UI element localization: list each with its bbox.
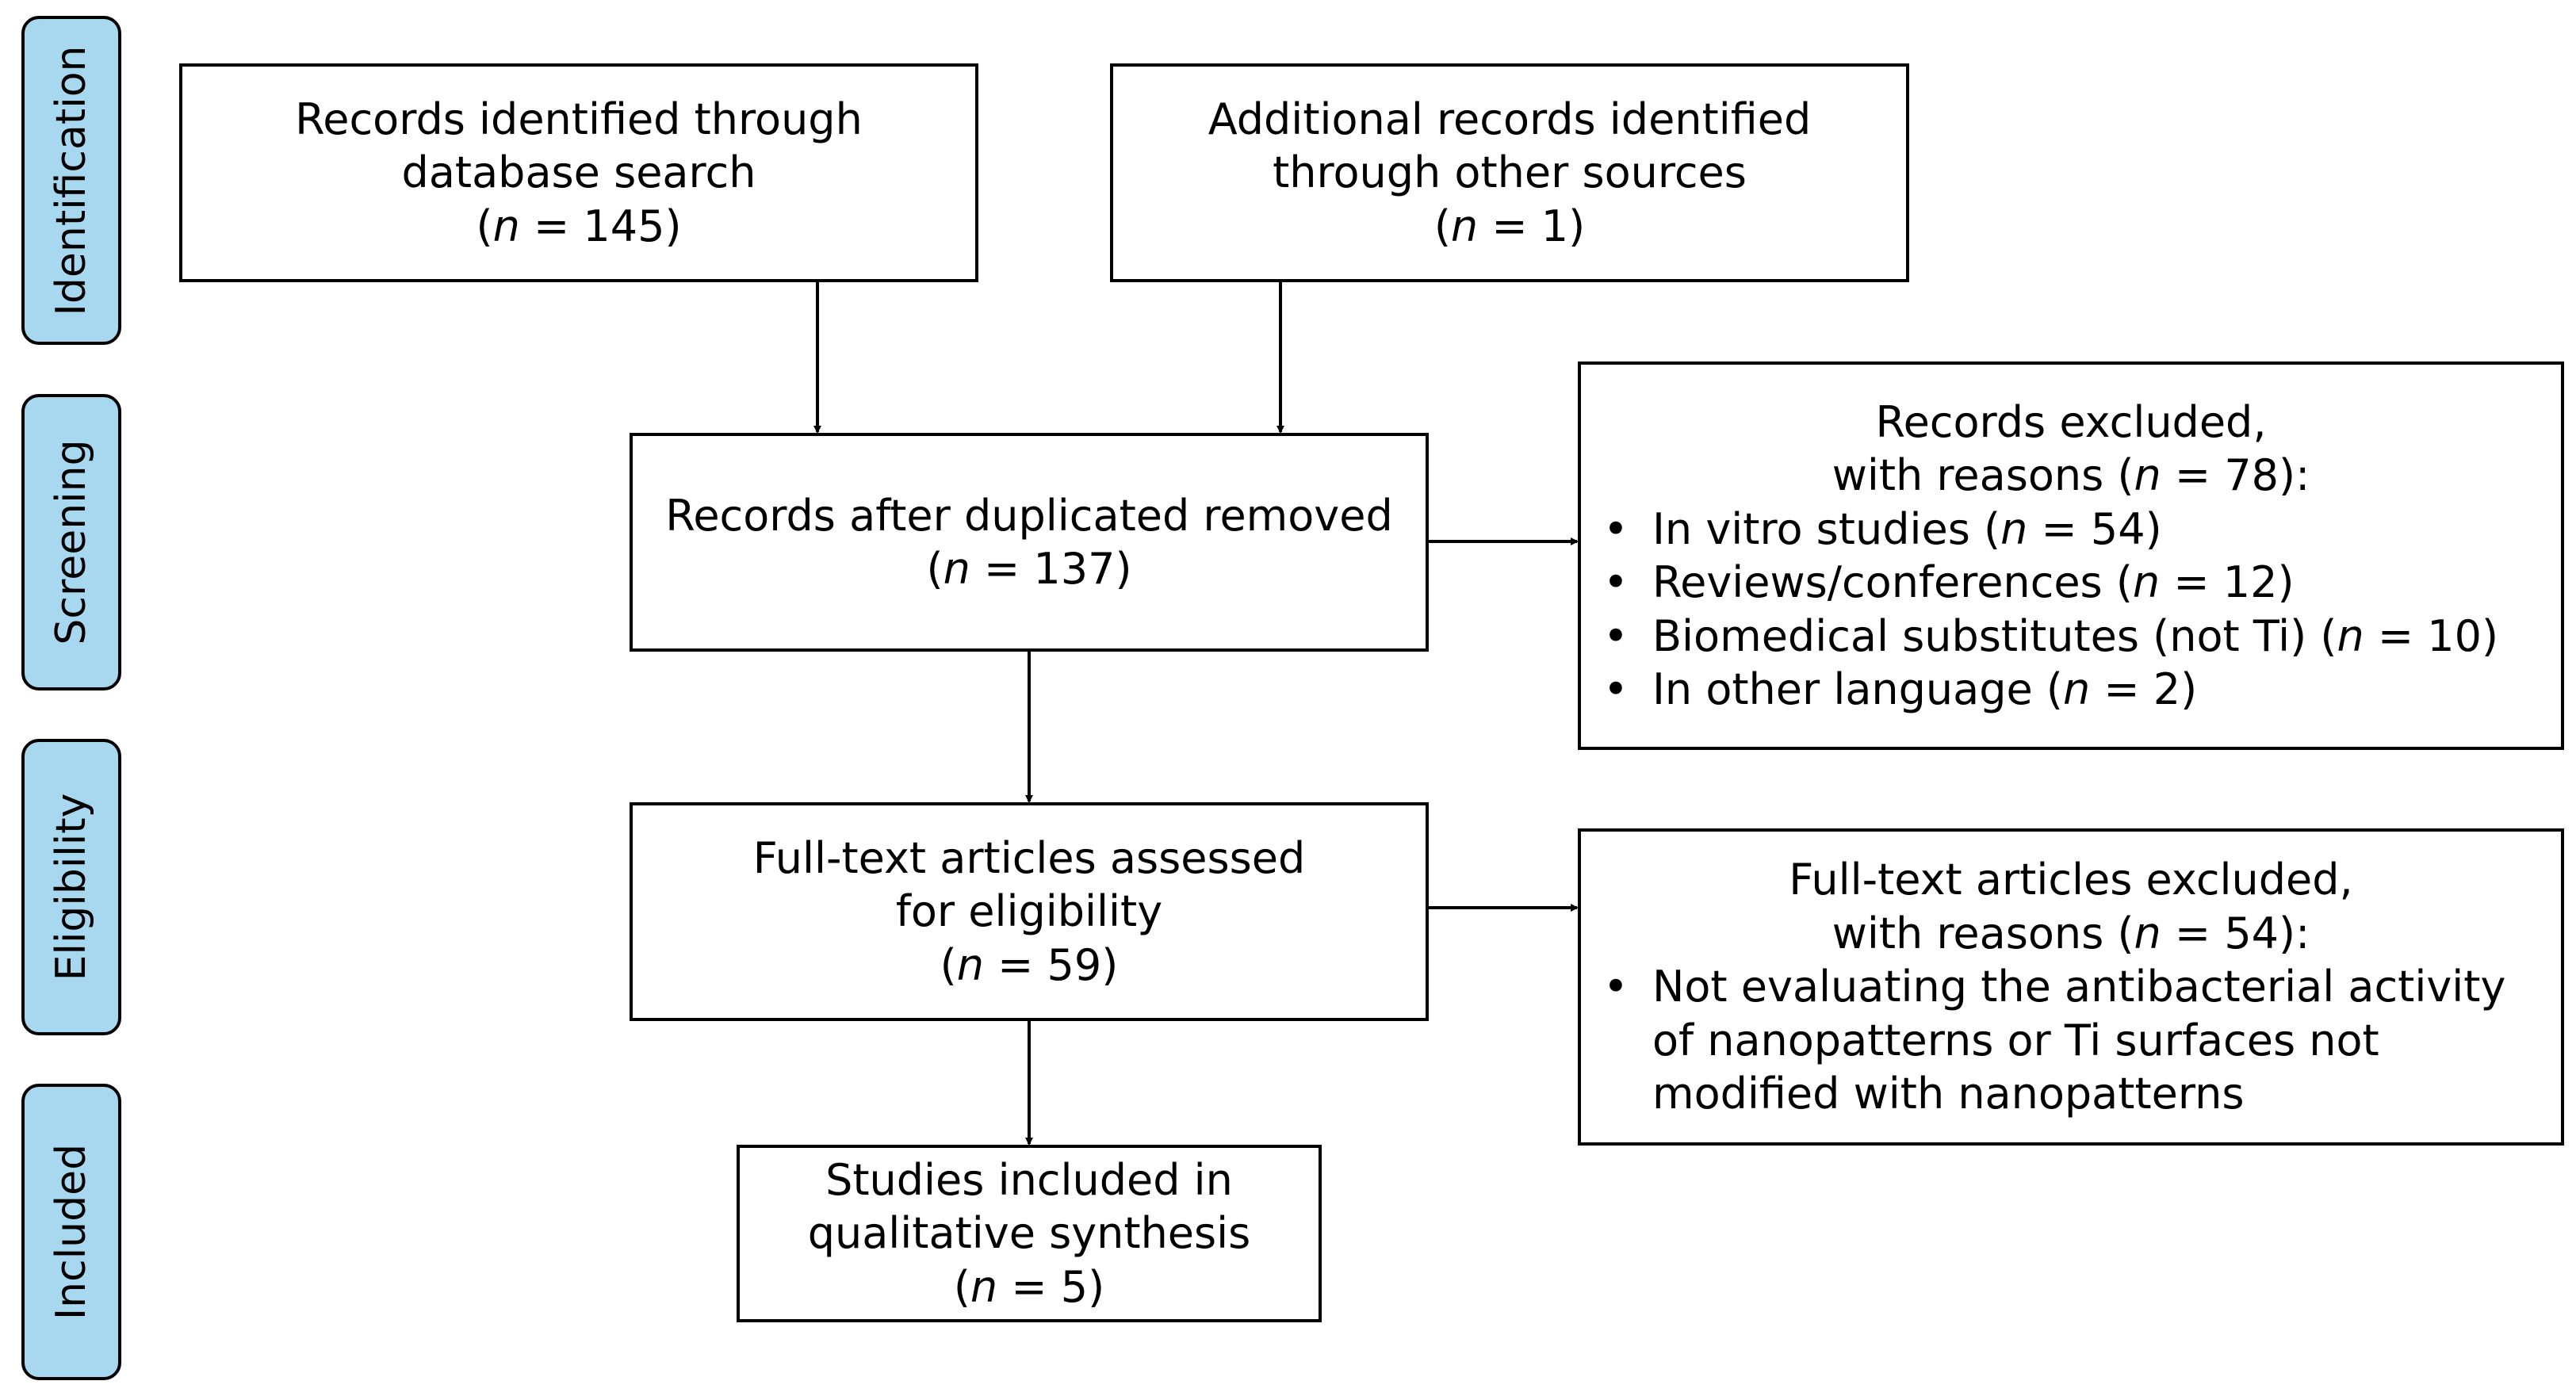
full-text-excluded-head2: with reasons (n = 54): [1832,908,2310,958]
bullet-icon: • [1603,610,1629,661]
bullet-icon: • [1603,503,1629,554]
phase-identification: Identification [21,16,121,345]
list-item: • Reviews/conferences (n = 12) [1597,556,2545,610]
records-excluded-item: Reviews/conferences (n = 12) [1652,557,2295,607]
other-sources-line1: Additional records identified [1208,94,1812,144]
full-text-excluded-list: • Not evaluating the antibacterial activi… [1597,960,2545,1121]
other-sources-line2: through other sources [1273,147,1747,198]
records-excluded-item: Biomedical substitutes (not Ti) (n = 10) [1652,610,2499,661]
bullet-icon: • [1603,557,1629,607]
database-search-count: (n = 145) [476,201,682,251]
list-item: • In other language (n = 2) [1597,663,2545,717]
bullet-icon: • [1603,664,1629,714]
full-text-assessed-line1: Full-text articles assessed [752,832,1306,883]
list-item: • Biomedical substitutes (not Ti) (n = 10… [1597,610,2545,664]
database-search-line1: Records identified through [295,94,863,144]
full-text-assessed-line2: for eligibility [895,886,1163,937]
other-sources-box: Additional records identified through ot… [1110,63,1909,282]
full-text-excluded-item: Not evaluating the antibacterial activit… [1652,962,2506,1119]
records-excluded-item: In vitro studies (n = 54) [1652,503,2162,554]
duplicates-removed-count: (n = 137) [926,544,1132,594]
records-excluded-list: • In vitro studies (n = 54) • Reviews/conf… [1597,503,2545,717]
database-search-box: Records identified through database sear… [179,63,978,282]
other-sources-count: (n = 1) [1433,201,1586,251]
studies-included-count: (n = 5) [953,1261,1105,1312]
full-text-excluded-box: Full-text articles excluded, with reason… [1578,828,2564,1146]
phase-eligibility-label: Eligibility [48,793,95,981]
phase-included: Included [21,1084,121,1380]
studies-included-line1: Studies included in [825,1154,1233,1205]
database-search-line2: database search [401,147,756,198]
bullet-icon: • [1603,962,1629,1012]
studies-included-line2: qualitative synthesis [807,1208,1251,1259]
list-item: • In vitro studies (n = 54) [1597,503,2545,557]
records-excluded-item: In other language (n = 2) [1652,664,2198,714]
list-item: • Not evaluating the antibacterial activi… [1597,960,2545,1121]
duplicates-removed-line1: Records after duplicated removed [665,490,1393,541]
full-text-assessed-box: Full-text articles assessed for eligibil… [630,802,1429,1021]
full-text-assessed-count: (n = 59) [940,939,1119,990]
phase-identification-label: Identification [48,45,95,316]
studies-included-box: Studies included in qualitative synthesi… [737,1145,1322,1322]
phase-screening-label: Screening [48,439,95,645]
duplicates-removed-box: Records after duplicated removed (n = 13… [630,433,1429,652]
phase-screening: Screening [21,394,121,690]
records-excluded-head2: with reasons (n = 78): [1832,450,2310,500]
phase-included-label: Included [48,1143,95,1321]
phase-eligibility: Eligibility [21,739,121,1035]
full-text-excluded-head1: Full-text articles excluded, [1789,855,2353,905]
records-excluded-head1: Records excluded, [1875,396,2267,447]
records-excluded-box: Records excluded, with reasons (n = 78):… [1578,361,2564,750]
